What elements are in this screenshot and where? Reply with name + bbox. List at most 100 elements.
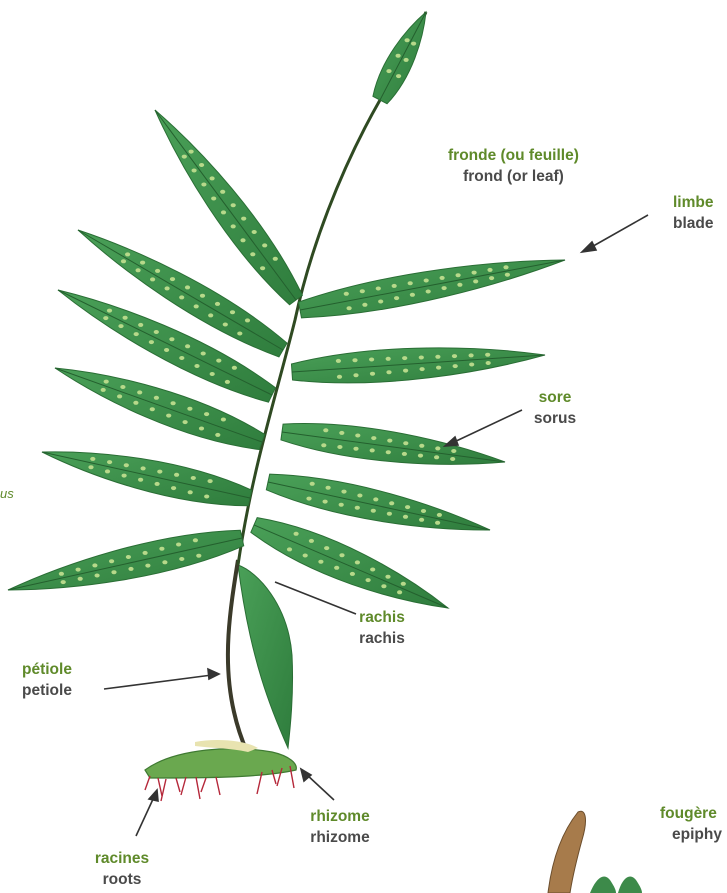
cropped-caption-fragment: us (0, 486, 14, 501)
sorus-dot (182, 155, 187, 159)
sorus-dot (386, 450, 391, 454)
sorus-dot (149, 340, 154, 344)
sorus-dot (191, 476, 196, 480)
leader-roots (136, 797, 154, 836)
sorus-dot (157, 470, 162, 474)
sorus-dot (310, 482, 315, 486)
label-rhizome: rhizome rhizome (300, 806, 380, 848)
label-frond: fronde (ou feuille) frond (or leaf) (448, 145, 579, 187)
sorus-dot (389, 501, 394, 505)
sorus-dot (194, 304, 199, 308)
label-roots-fr: racines (84, 848, 160, 869)
sorus-dot (408, 281, 413, 285)
label-sorus-fr: sore (530, 387, 580, 408)
sorus-dot (419, 356, 424, 360)
sorus-dot (402, 356, 407, 360)
label-rachis-fr: rachis (352, 607, 412, 628)
label-blade-en: blade (673, 213, 713, 234)
sorus-dot (347, 306, 352, 310)
root-strand (181, 777, 186, 795)
sorus-dot (411, 42, 416, 46)
sorus-dot (59, 572, 64, 576)
pinna-midrib (8, 538, 242, 590)
sorus-dot (220, 190, 225, 194)
sorus-dot (350, 572, 355, 576)
sorus-dot (215, 433, 220, 437)
sorus-dot (150, 277, 155, 281)
label-rhizome-en: rhizome (300, 827, 380, 848)
sorus-dot (369, 358, 374, 362)
label-petiole-en: petiole (22, 680, 72, 701)
sorus-dot (101, 388, 106, 392)
label-blade-fr: limbe (673, 192, 713, 213)
sorus-dot (204, 495, 209, 499)
sorus-dot (339, 503, 344, 507)
sorus-dot (164, 348, 169, 352)
sorus-dot (371, 436, 376, 440)
pinna-midrib (268, 482, 490, 530)
sorus-dot (397, 590, 402, 594)
sorus-dot (200, 294, 205, 298)
sorus-dot (376, 287, 381, 291)
sorus-dot (503, 265, 508, 269)
pinna (251, 518, 448, 608)
sorus-dot (442, 286, 447, 290)
sorus-dot (402, 452, 407, 456)
sorus-dot (355, 506, 360, 510)
pinna-midrib (380, 12, 426, 100)
sorus-dot (469, 353, 474, 357)
label-blade: limbe blade (673, 192, 713, 234)
pinna (291, 348, 545, 383)
leader-sorus (452, 410, 522, 443)
sorus-dot (396, 74, 401, 78)
sorus-dot (373, 497, 378, 501)
sorus-dot (128, 567, 133, 571)
sorus-dot (215, 302, 220, 306)
sorus-dot (424, 279, 429, 283)
sorus-dot (169, 337, 174, 341)
sorus-dot (143, 551, 148, 555)
sorus-dot (370, 372, 375, 376)
sorus-dot (323, 500, 328, 504)
sorus-dot (387, 439, 392, 443)
sorus-dot (231, 203, 236, 207)
sorus-dot (469, 363, 474, 367)
sorus-dot (231, 224, 236, 228)
sorus-dot (107, 460, 112, 464)
sorus-dot (421, 509, 426, 513)
sorus-dot (273, 257, 278, 261)
sorus-dot (179, 295, 184, 299)
sorus-dot (185, 344, 190, 348)
sorus-dot (440, 276, 445, 280)
pinna (266, 474, 490, 530)
label-sorus-en: sorus (530, 408, 580, 429)
label-epiphyte: fougère epiphy (660, 803, 722, 845)
sorus-dot (88, 465, 93, 469)
sorus-dot (418, 454, 423, 458)
sorus-dot (103, 316, 108, 320)
sorus-dot (352, 358, 357, 362)
label-sorus: sore sorus (530, 387, 580, 429)
sorus-dot (196, 554, 201, 558)
sorus-dot (250, 252, 255, 256)
sorus-dot (403, 369, 408, 373)
sorus-dot (437, 513, 442, 517)
sorus-dot (326, 486, 331, 490)
sorus-dot (162, 560, 167, 564)
root-strand (145, 776, 150, 790)
sorus-dot (134, 332, 139, 336)
sorus-dot (216, 359, 221, 363)
sorus-dot (436, 366, 441, 370)
sorus-dot (334, 566, 339, 570)
leader-blade (588, 215, 648, 249)
sorus-dot (452, 354, 457, 358)
sorus-dot (337, 375, 342, 379)
sorus-dot (405, 505, 410, 509)
sorus-dot (324, 546, 329, 550)
sorus-dot (306, 497, 311, 501)
sorus-dot (165, 286, 170, 290)
sorus-dot (303, 554, 308, 558)
sorus-dot (230, 310, 235, 314)
sorus-dot (171, 401, 176, 405)
